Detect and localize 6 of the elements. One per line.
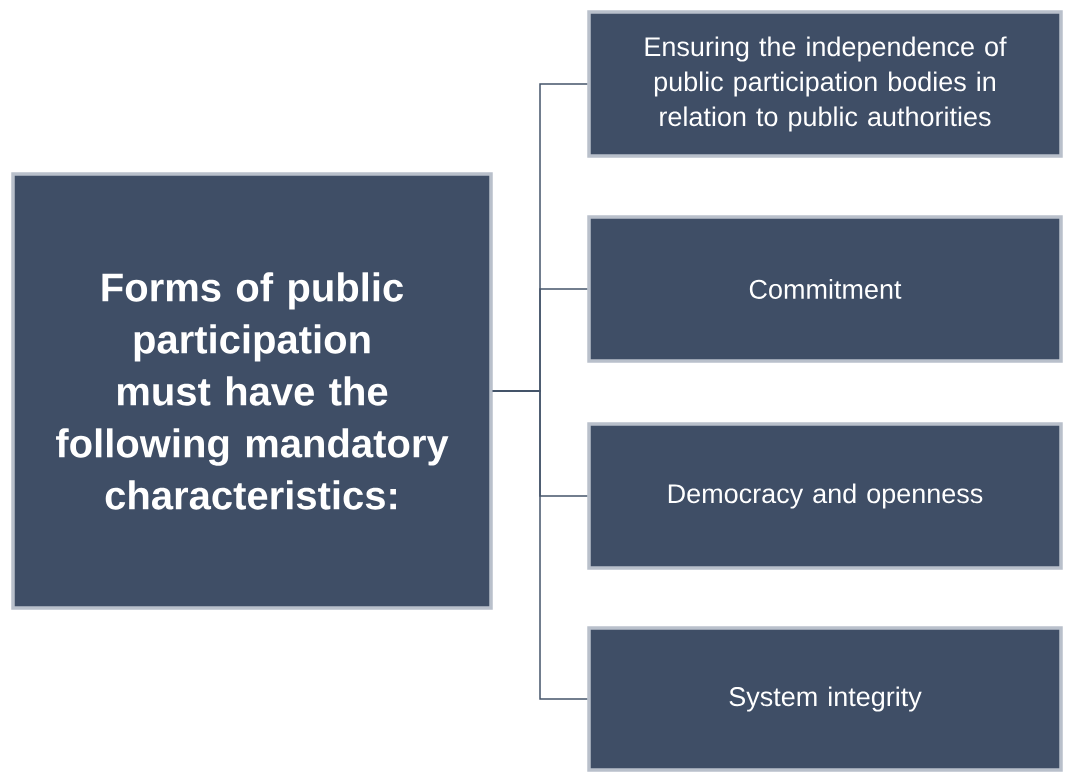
characteristic-box: System integrity: [587, 626, 1063, 772]
characteristic-box: Ensuring the independence of public participation bodies in relation to public authorities: [587, 10, 1063, 158]
characteristic-box: Commitment: [587, 215, 1063, 363]
heading-box: Forms of public participation must have the following mandatory characteristics:: [11, 172, 493, 610]
connector: [492, 390, 588, 700]
characteristic-box: Democracy and openness: [587, 422, 1063, 570]
